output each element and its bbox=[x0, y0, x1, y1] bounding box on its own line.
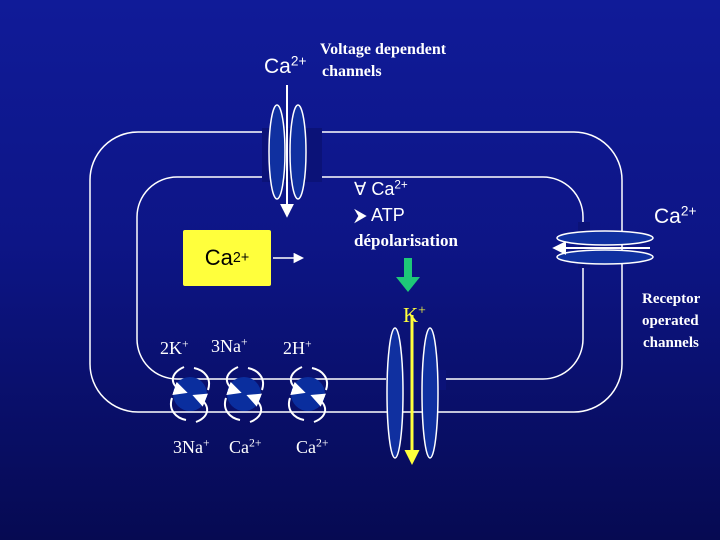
exchanger-bottom-label: Ca2+ bbox=[229, 436, 262, 457]
green-arrow-icon bbox=[396, 258, 420, 292]
outer-membrane bbox=[89, 131, 623, 413]
voltage-dependent-channel bbox=[262, 85, 322, 218]
effect-ca-increase: ∀ Ca2+ bbox=[354, 178, 408, 199]
roc-ion-label: Ca2+ bbox=[654, 203, 697, 228]
roc-title-line1: Receptor bbox=[642, 291, 701, 307]
vdc-title-line2: channels bbox=[322, 63, 382, 80]
potassium-label: K+ bbox=[403, 302, 426, 327]
decrease-marker-icon: ⮞ bbox=[354, 205, 368, 225]
exchanger-top-label: 2H+ bbox=[283, 337, 312, 358]
vdc-ion-label: Ca2+ bbox=[264, 53, 307, 78]
receptor-operated-channel bbox=[552, 222, 654, 268]
exchanger-top-label: 2K+ bbox=[160, 337, 189, 358]
exchanger-na-ca bbox=[224, 366, 264, 423]
increase-marker-icon: ∀ bbox=[354, 179, 367, 199]
exchanger-bottom-label: 3Na+ bbox=[173, 436, 210, 457]
potassium-channel bbox=[386, 315, 446, 465]
exchanger-h-ca bbox=[288, 366, 328, 423]
effect-depolarisation: dépolarisation bbox=[354, 231, 458, 250]
effect-atp-decrease: ⮞ ATP bbox=[354, 205, 405, 225]
exchanger-top-label: 3Na+ bbox=[211, 335, 248, 356]
inner-membrane bbox=[136, 176, 584, 380]
vdc-title-line1: Voltage dependent bbox=[320, 41, 447, 58]
exchanger-bottom-label: Ca2+ bbox=[296, 436, 329, 457]
roc-title-line2: operated bbox=[642, 313, 699, 329]
roc-title-line3: channels bbox=[643, 335, 699, 351]
exchanger-na-k bbox=[170, 366, 210, 423]
